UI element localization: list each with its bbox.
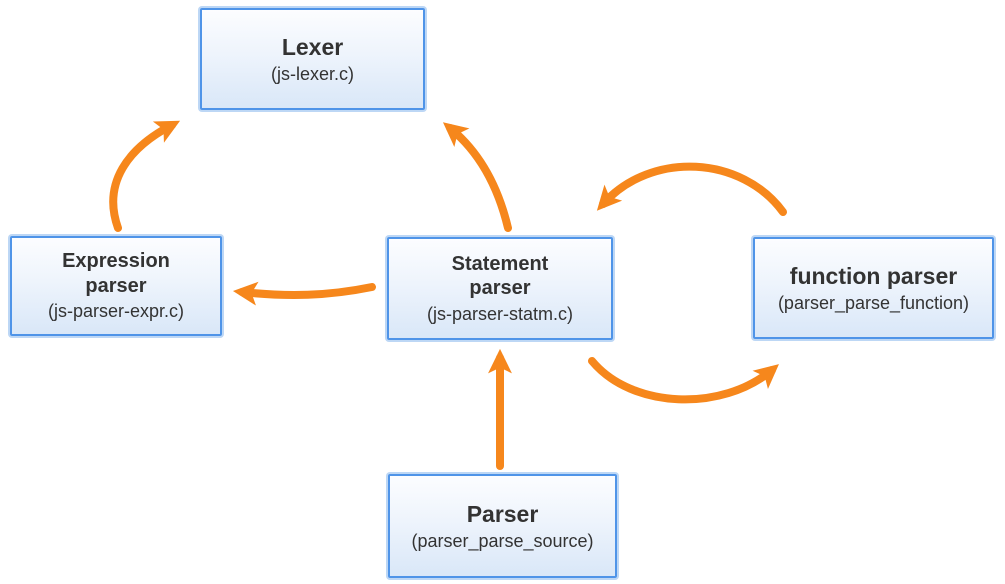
arrow-expression-parser-to-lexer	[109, 120, 181, 232]
node-expression-parser-title: Expression parser	[62, 250, 170, 297]
node-lexer-title: Lexer	[281, 33, 344, 60]
node-statement-parser-title: Statement parser	[451, 252, 549, 300]
node-lexer: Lexer (js-lexer.c)	[200, 8, 425, 110]
node-expression-parser: Expression parser (js-parser-expr.c)	[10, 236, 222, 336]
node-function-parser-subtitle: (parser_parse_function)	[777, 292, 970, 313]
node-statement-parser-subtitle: (js-parser-statm.c)	[426, 303, 573, 324]
node-function-parser: function parser (parser_parse_function)	[753, 237, 994, 339]
node-parser-title: Parser	[466, 500, 539, 527]
arrow-statement-parser-to-lexer	[442, 122, 512, 232]
arrow-statement-parser-to-expression-parser	[232, 281, 376, 306]
node-parser: Parser (parser_parse_source)	[388, 474, 617, 578]
arrow-statement-parser-to-function-parser	[588, 357, 779, 404]
node-parser-subtitle: (parser_parse_source)	[411, 530, 594, 551]
node-statement-parser: Statement parser (js-parser-statm.c)	[387, 237, 613, 340]
node-expression-parser-subtitle: (js-parser-expr.c)	[47, 301, 185, 322]
arrow-function-parser-to-statement-parser	[596, 162, 787, 216]
node-lexer-subtitle: (js-lexer.c)	[270, 63, 354, 84]
node-function-parser-title: function parser	[789, 262, 958, 289]
